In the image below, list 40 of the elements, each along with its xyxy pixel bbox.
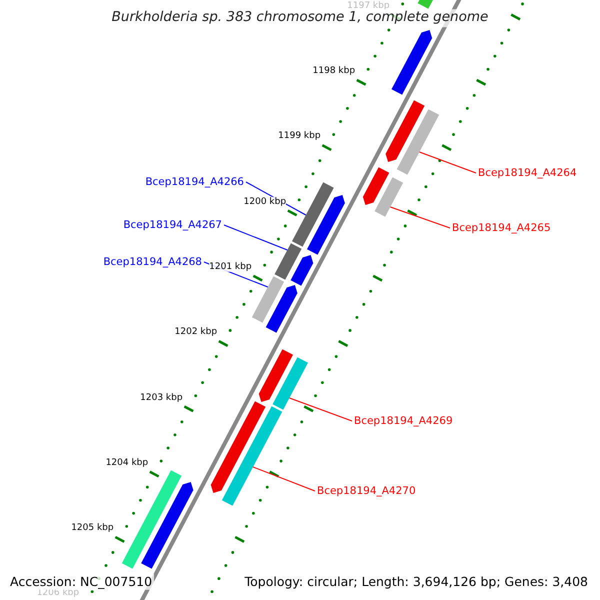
gene-bar xyxy=(374,177,404,217)
gene-label: Bcep18194_A4265 xyxy=(452,222,551,234)
leader-line xyxy=(224,224,288,250)
scale-label: 1202 kbp xyxy=(174,327,218,338)
gene-bar xyxy=(396,109,440,175)
gene-bar xyxy=(292,182,334,247)
gene-bar xyxy=(392,30,432,95)
leader-line xyxy=(288,398,352,422)
gene-bar xyxy=(386,100,425,162)
gene-label: Bcep18194_A4267 xyxy=(123,218,222,232)
gene-label: Bcep18194_A4266 xyxy=(145,176,244,188)
scale-label: 1203 kbp xyxy=(140,392,183,403)
leader-line xyxy=(252,466,316,492)
gene-label: Bcep18194_A4269 xyxy=(354,414,453,428)
gene-bar xyxy=(266,285,298,333)
gene-bar xyxy=(222,406,282,506)
leader-line xyxy=(418,152,476,174)
scale-label: 1205 kbp xyxy=(71,522,114,534)
accession-text: Accession: NC_007510 xyxy=(8,574,154,590)
gene-bar xyxy=(252,276,284,323)
leader-line xyxy=(390,206,450,228)
scale-label: 1204 kbp xyxy=(106,458,148,468)
scale-label: 1200 kbp xyxy=(244,196,286,207)
scale-label: 1201 kbp xyxy=(209,262,252,272)
gene-bar xyxy=(307,195,345,255)
gene-bar xyxy=(141,482,194,569)
gene-label: Bcep18194_A4264 xyxy=(478,166,577,180)
gene-bar xyxy=(122,470,182,569)
gene-bar xyxy=(258,349,293,402)
gene-bar xyxy=(274,243,302,280)
gene-bar xyxy=(362,167,390,205)
scale-label: 1198 kbp xyxy=(312,66,356,76)
scale-label: 1197 kbp xyxy=(347,0,390,11)
gene-label: Bcep18194_A4270 xyxy=(317,484,416,498)
gene-bar xyxy=(272,357,308,410)
genome-info-text: Topology: circular; Length: 3,694,126 bp; Genes: 3,408 xyxy=(242,574,590,590)
gene-bar xyxy=(290,255,314,286)
scale-label: 1199 kbp xyxy=(278,131,321,142)
gene-label: Bcep18194_A4268 xyxy=(103,256,202,268)
gene-bar xyxy=(210,401,266,493)
